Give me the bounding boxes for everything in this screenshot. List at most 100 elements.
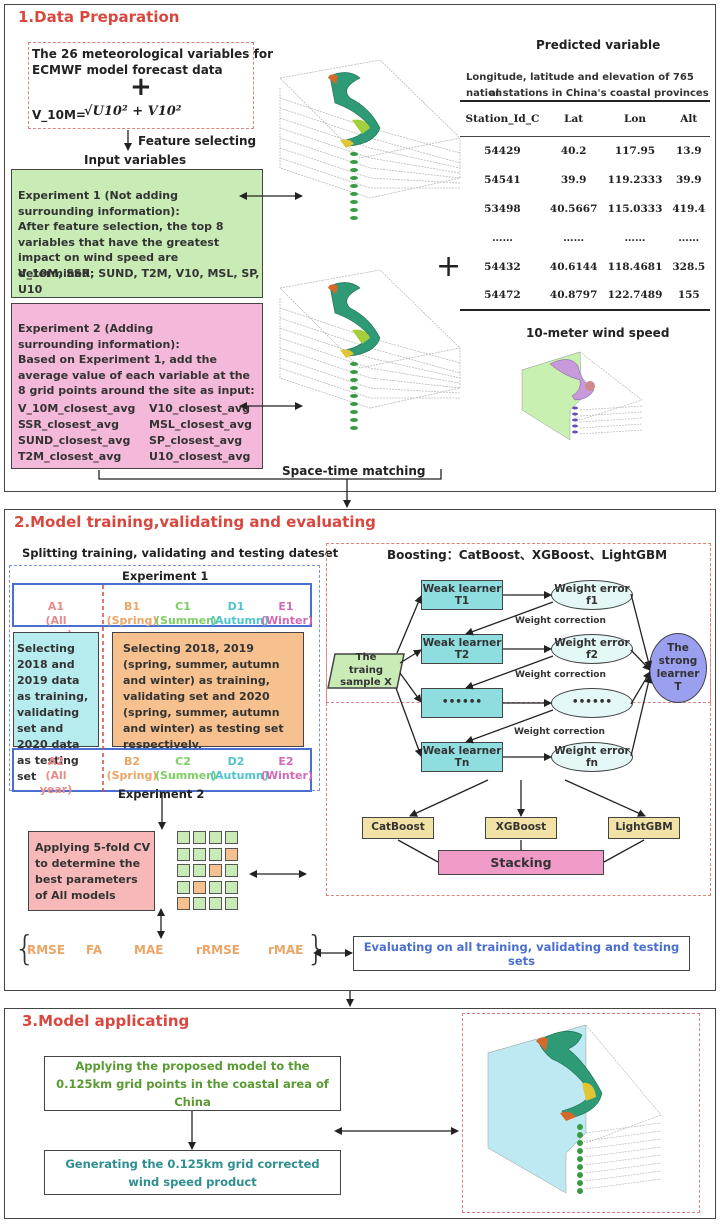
wind-speed-map-stack [521,351,643,441]
cv-fold-train-cell [225,864,238,877]
weight-correction-3: Weight correction [514,727,605,737]
cv-fold-train-cell [225,880,238,894]
cv-fold-validation-cell [193,880,206,894]
cv-fold-train-cell [177,847,190,861]
source-data-box [28,42,254,129]
split-title: Splitting training, validating and testi… [22,546,339,560]
cell: 118.4681 [607,260,663,273]
strong-learner-node: The strong learner T [649,633,707,703]
experiment1-label: Experiment 1 [122,569,209,583]
cv-fold-train-cell [225,831,238,844]
season-name: (Summer) [155,614,217,627]
cell: 54429 [484,144,521,157]
plus-sign: + [130,72,152,102]
col-station-id: Station_Id_C [465,112,540,125]
strong-learner-text: The strong learner T [656,642,700,693]
season-code: E2 [278,755,294,768]
cell: 53498 [484,202,521,215]
predicted-caption-2: al stations in China's coastal provinces [489,88,709,99]
predicted-variable-title: Predicted variable [536,38,661,52]
evaluate-text: Evaluating on all training, validating a… [363,939,680,968]
apply-model-text: Applying the proposed model to the 0.125… [56,1058,329,1109]
forecast-map-stack-2 [279,269,461,430]
season-e2: E2(Winter) [261,755,313,783]
cell: 117.95 [614,144,656,157]
season-b1: B1(Spring) [106,600,158,628]
model-label: LightGBM [615,821,673,834]
experiment2-box [11,303,263,469]
error-label: Weight error [554,637,630,649]
cv-fold-train-cell [209,897,222,910]
cv-box-text: Applying 5-fold CV to determine the best… [35,841,151,902]
metrics-brace-left: { [14,929,36,969]
cv-fold-train-cell [193,847,206,861]
cell: 40.2 [560,144,587,157]
cell: 54472 [484,289,521,301]
experiment2-heading: Experiment 2 (Adding surrounding informa… [18,322,180,351]
learner-index: Tn [454,757,470,769]
plus-sign-2: + [436,249,462,284]
model-xgboost: XGBoost [485,817,557,839]
feature-selecting-label: Feature selecting [138,134,257,148]
cell: 115.0333 [607,202,663,215]
season-code: C2 [175,755,191,768]
season-name: (Spring) [106,614,158,627]
all-year-selection-box [13,632,99,747]
season-e1: E1(Winter) [261,600,313,628]
all-year-selection-text: Selecting 2018 and 2019 data as training… [17,642,89,783]
season-name: (Autumn) [210,769,269,782]
cell: 119.2333 [607,173,663,186]
model-lightgbm: LightGBM [608,817,680,839]
cell: …… [624,231,646,244]
season-code: A2 [47,755,65,768]
experiment2-label: Experiment 2 [118,787,205,801]
evaluate-box: Evaluating on all training, validating a… [353,936,690,971]
model-catboost: CatBoost [362,817,434,839]
experiment1-seasons-bar [12,583,312,627]
table-row: 53498 40.5667 115.0333 419.4 [460,194,710,223]
cell: 40.5667 [549,202,598,215]
section1-title: 1.Data Preparation [18,8,180,26]
generate-product-box: Generating the 0.125km grid corrected wi… [44,1150,341,1195]
learner-label: Weak learner [422,745,502,757]
col-lat: Lat [564,112,584,125]
cell: 54432 [484,260,521,273]
experiment2-var-right-1: V10_closest_avg [149,402,250,415]
cv-fold-train-cell [193,831,206,844]
season-name: (Summer) [155,769,217,782]
season-selection-text: Selecting 2018, 2019 (spring, summer, au… [123,642,284,751]
cv-fold-validation-cell [177,897,190,910]
cv-fold-train-cell [225,897,238,910]
cv-fold-train-cell [193,897,206,910]
weak-learner-ellipsis: •••••• [421,688,503,718]
experiment2-body: Based on Experiment 1, add the average v… [18,353,255,397]
generate-product-text: Generating the 0.125km grid corrected wi… [65,1156,320,1189]
coastline-shape [329,72,381,147]
season-code: D2 [227,755,245,768]
experiment1-vars: V_10M, SSR, SUND, T2M, V10, MSL, SP, U10 [18,267,260,296]
experiment2-var-left-4: T2M_closest_avg [18,450,122,463]
experiment2-var-right-3: SP_closest_avg [149,434,243,447]
cv-fold-validation-cell [209,864,222,877]
cell: 419.4 [672,202,706,215]
metric-rrmse: rRMSE [196,943,240,957]
season-c1: C1(Summer) [155,600,217,628]
stacking-box: Stacking [438,850,604,875]
corrected-map-frame [462,1013,700,1213]
error-label: Weight error [554,745,630,757]
source-line1: The 26 meteorological variables for [32,47,274,61]
predicted-caption-1: Longitude, latitude and elevation of 765… [466,72,694,99]
metric-rmae: rMAE [268,943,304,957]
model-label: XGBoost [495,821,547,834]
boosting-title: Boosting：CatBoost、XGBoost、LightGBM [387,548,668,562]
season-name: (All year) [39,769,73,796]
experiment1-body: After feature selection, the top 8 varia… [18,220,224,280]
experiment2-var-right-2: MSL_closest_avg [149,418,253,431]
